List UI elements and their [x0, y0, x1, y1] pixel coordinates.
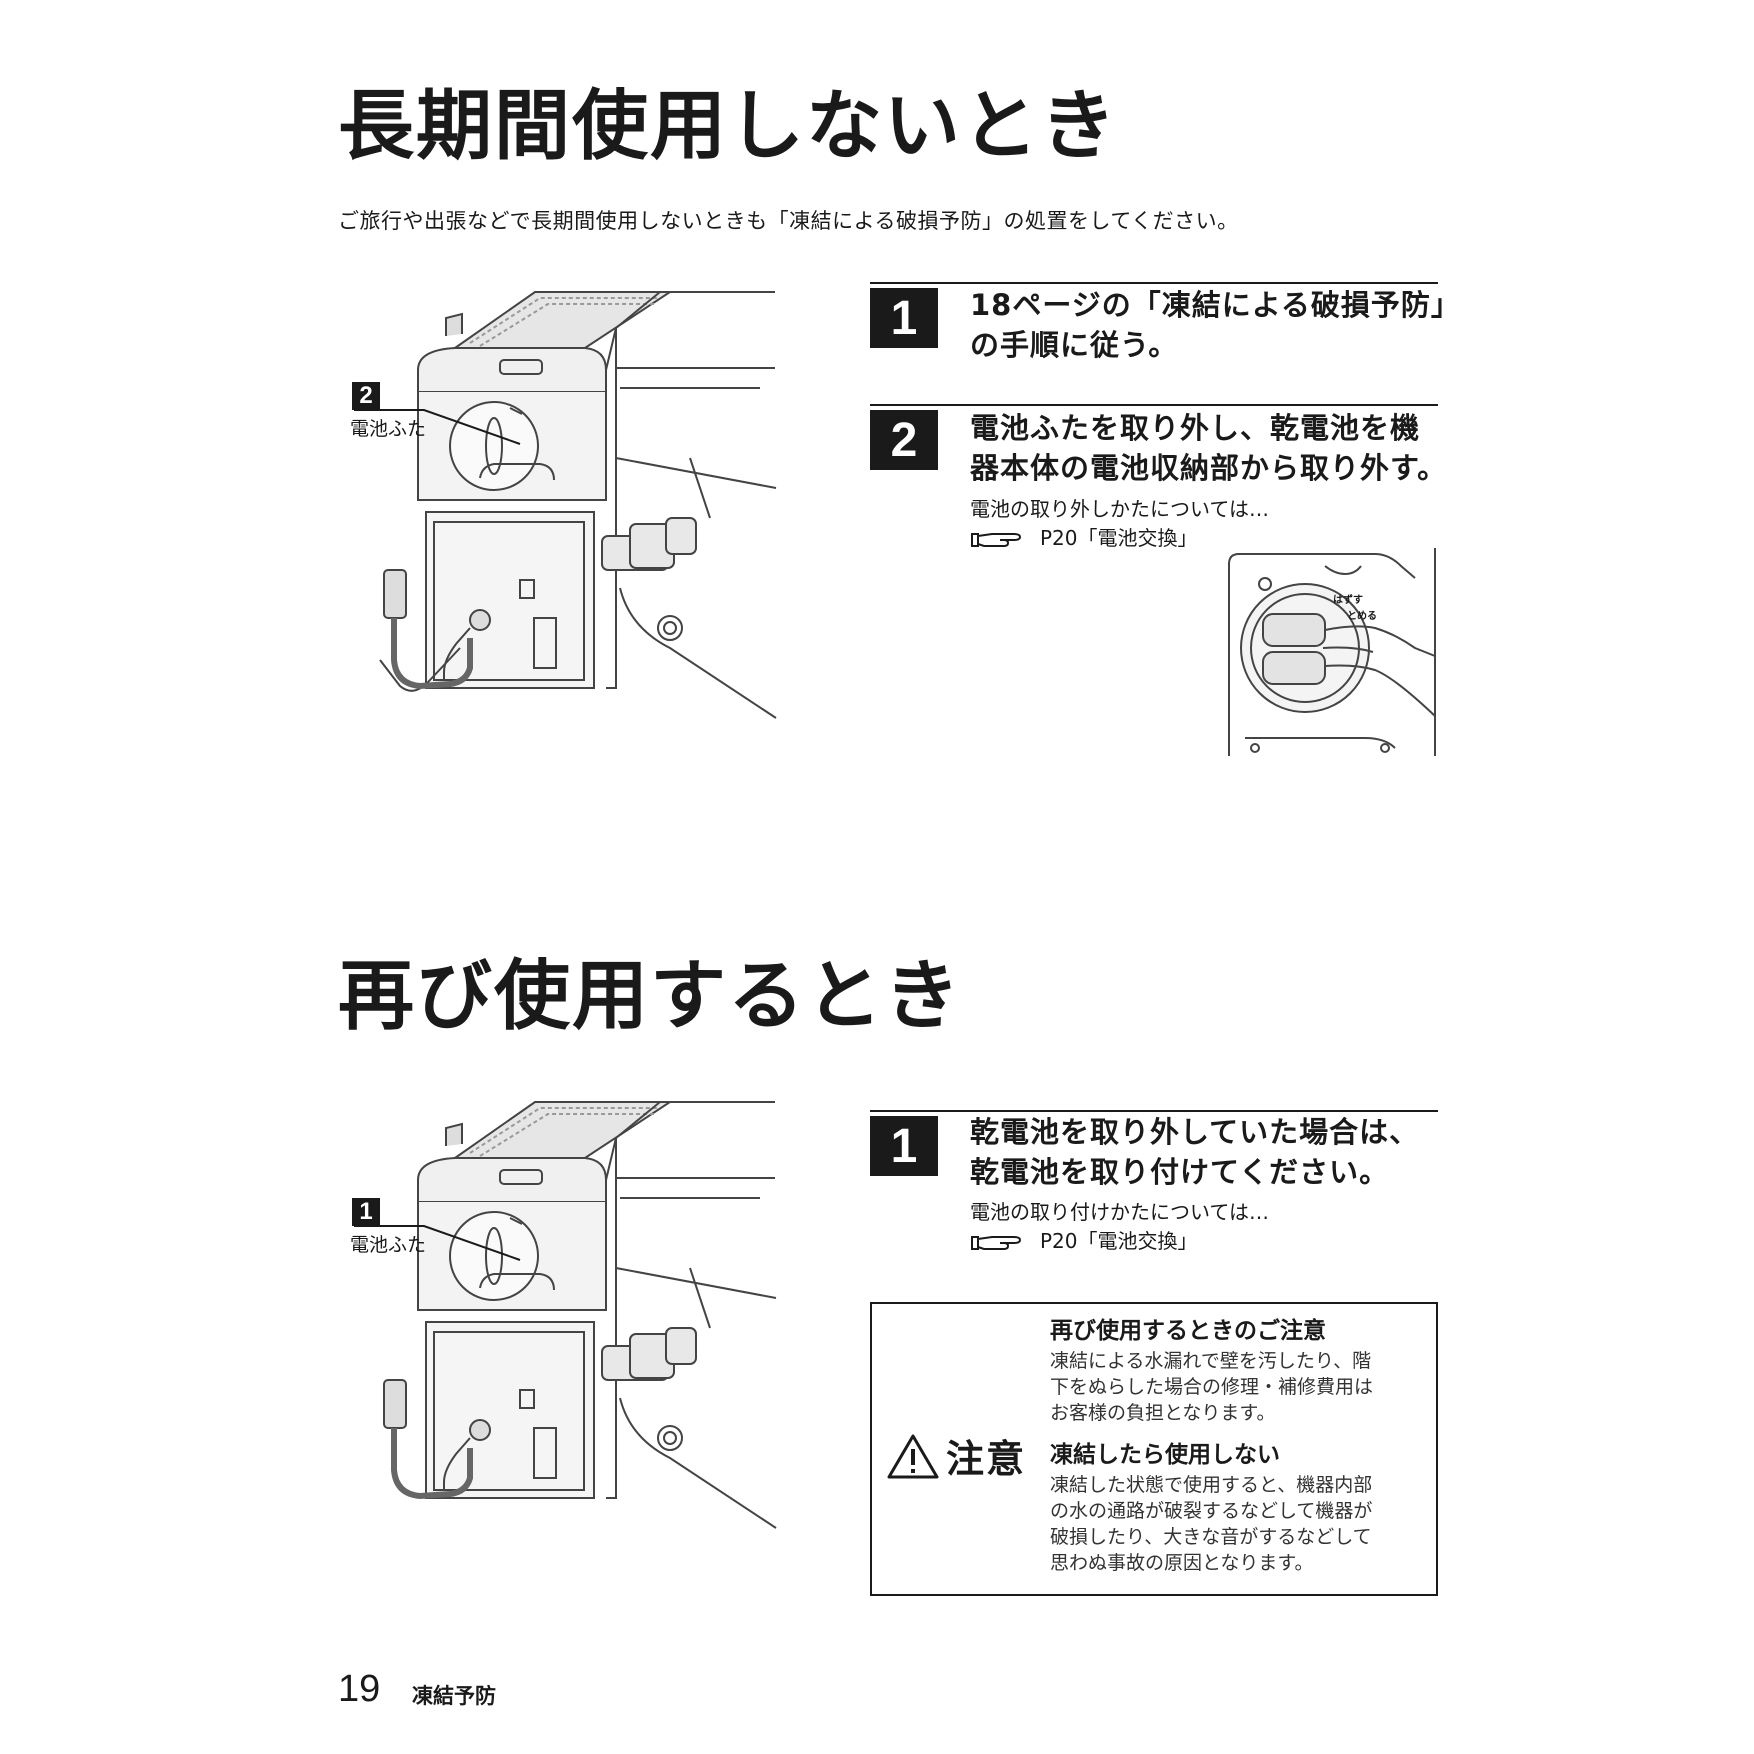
- step1-text: 18ページの「凍結による破損予防」 の手順に従う。: [970, 285, 1461, 365]
- reuse-step1-text-line: 乾電池を取り外していた場合は、: [970, 1115, 1420, 1149]
- section1-intro: ご旅行や出張などで長期間使用しないときも「凍結による破損予防」の処置をしてくださ…: [338, 209, 1239, 233]
- callout-leader-line-1: [354, 409, 521, 445]
- step1-number: 1: [870, 288, 938, 348]
- callout-label-battery-cover-2: 電池ふた: [350, 1234, 427, 1256]
- step2-page-link[interactable]: P20「電池交換」: [970, 524, 1269, 553]
- caution-text-line: 破損したり、大きな音がするなどして: [1050, 1526, 1372, 1548]
- footer-section-label: 凍結予防: [412, 1684, 496, 1708]
- caution-text-line: 凍結による水漏れで壁を汚したり、階: [1050, 1350, 1372, 1372]
- detail-label-attach: とめる: [1347, 610, 1377, 622]
- battery-removal-detail-illustration: はずす とめる: [1228, 548, 1436, 756]
- section1-title: 長期間使用しないとき: [338, 81, 1118, 170]
- reuse-step1-divider: [870, 1110, 1438, 1112]
- step2-number: 2: [870, 410, 938, 470]
- reuse-step1-text: 乾電池を取り外していた場合は、 乾電池を取り付けてください。: [970, 1112, 1419, 1192]
- detail-label-remove: はずす: [1333, 593, 1363, 606]
- water-heater-illustration-1: [379, 291, 777, 719]
- callout-number-battery-cover-1: 2: [352, 382, 380, 410]
- caution-body: 再び使用するときのご注意 凍結による水漏れで壁を汚したり、階 下をぬらした場合の…: [1050, 1314, 1430, 1576]
- step2-text-line: 器本体の電池収納部から取り外す。: [970, 451, 1448, 485]
- caution-text-line: 凍結した状態で使用すると、機器内部: [1050, 1474, 1373, 1496]
- page-number: 19: [338, 1668, 381, 1710]
- reuse-step1-number: 1: [870, 1116, 938, 1176]
- water-heater-illustration-2: [383, 1101, 777, 1529]
- caution-label: 注意: [946, 1437, 1027, 1481]
- step2-text-line: 電池ふたを取り外し、乾電池を機: [970, 411, 1421, 445]
- caution-mark: 注意: [886, 1428, 1026, 1483]
- caution-heading: 凍結したら使用しない: [1050, 1442, 1280, 1468]
- reuse-step1-text-line: 乾電池を取り付けてください。: [970, 1155, 1390, 1189]
- step1-text-line: 18ページの「凍結による破損予防」: [970, 288, 1461, 322]
- callout-leader-line-2: [354, 1225, 521, 1261]
- caution-text-line: 下をぬらした場合の修理・補修費用は: [1050, 1376, 1374, 1398]
- reuse-step1-reference: 電池の取り付けかたについては… P20「電池交換」: [970, 1198, 1269, 1256]
- step1-text-line: の手順に従う。: [970, 328, 1179, 362]
- caution-text-line: の水の通路が破裂するなどして機器が: [1050, 1500, 1373, 1522]
- reuse-step1-note: 電池の取り付けかたについては…: [970, 1200, 1269, 1224]
- step1-divider: [870, 282, 1438, 284]
- step2-ref-text: P20「電池交換」: [1040, 526, 1198, 550]
- pointing-hand-icon: [971, 532, 1022, 547]
- step2-divider: [870, 404, 1438, 406]
- step2-note: 電池の取り外しかたについては…: [970, 497, 1269, 521]
- step2-reference: 電池の取り外しかたについては… P20「電池交換」: [970, 495, 1269, 553]
- callout-number-battery-cover-2: 1: [352, 1198, 380, 1226]
- warning-triangle-icon: [887, 1434, 939, 1478]
- caution-text-line: 思わぬ事故の原因となります。: [1050, 1552, 1314, 1574]
- callout-label-battery-cover-1: 電池ふた: [350, 418, 427, 440]
- reuse-step1-ref-text: P20「電池交換」: [1040, 1229, 1198, 1253]
- step2-text: 電池ふたを取り外し、乾電池を機 器本体の電池収納部から取り外す。: [970, 408, 1447, 488]
- pointing-hand-icon: [971, 1235, 1022, 1250]
- caution-box: 注意 再び使用するときのご注意 凍結による水漏れで壁を汚したり、階 下をぬらした…: [870, 1302, 1438, 1596]
- caution-heading: 再び使用するときのご注意: [1050, 1318, 1326, 1344]
- caution-text-line: お客様の負担となります。: [1050, 1402, 1276, 1424]
- reuse-step1-page-link[interactable]: P20「電池交換」: [970, 1227, 1269, 1256]
- section2-title: 再び使用するとき: [338, 951, 962, 1040]
